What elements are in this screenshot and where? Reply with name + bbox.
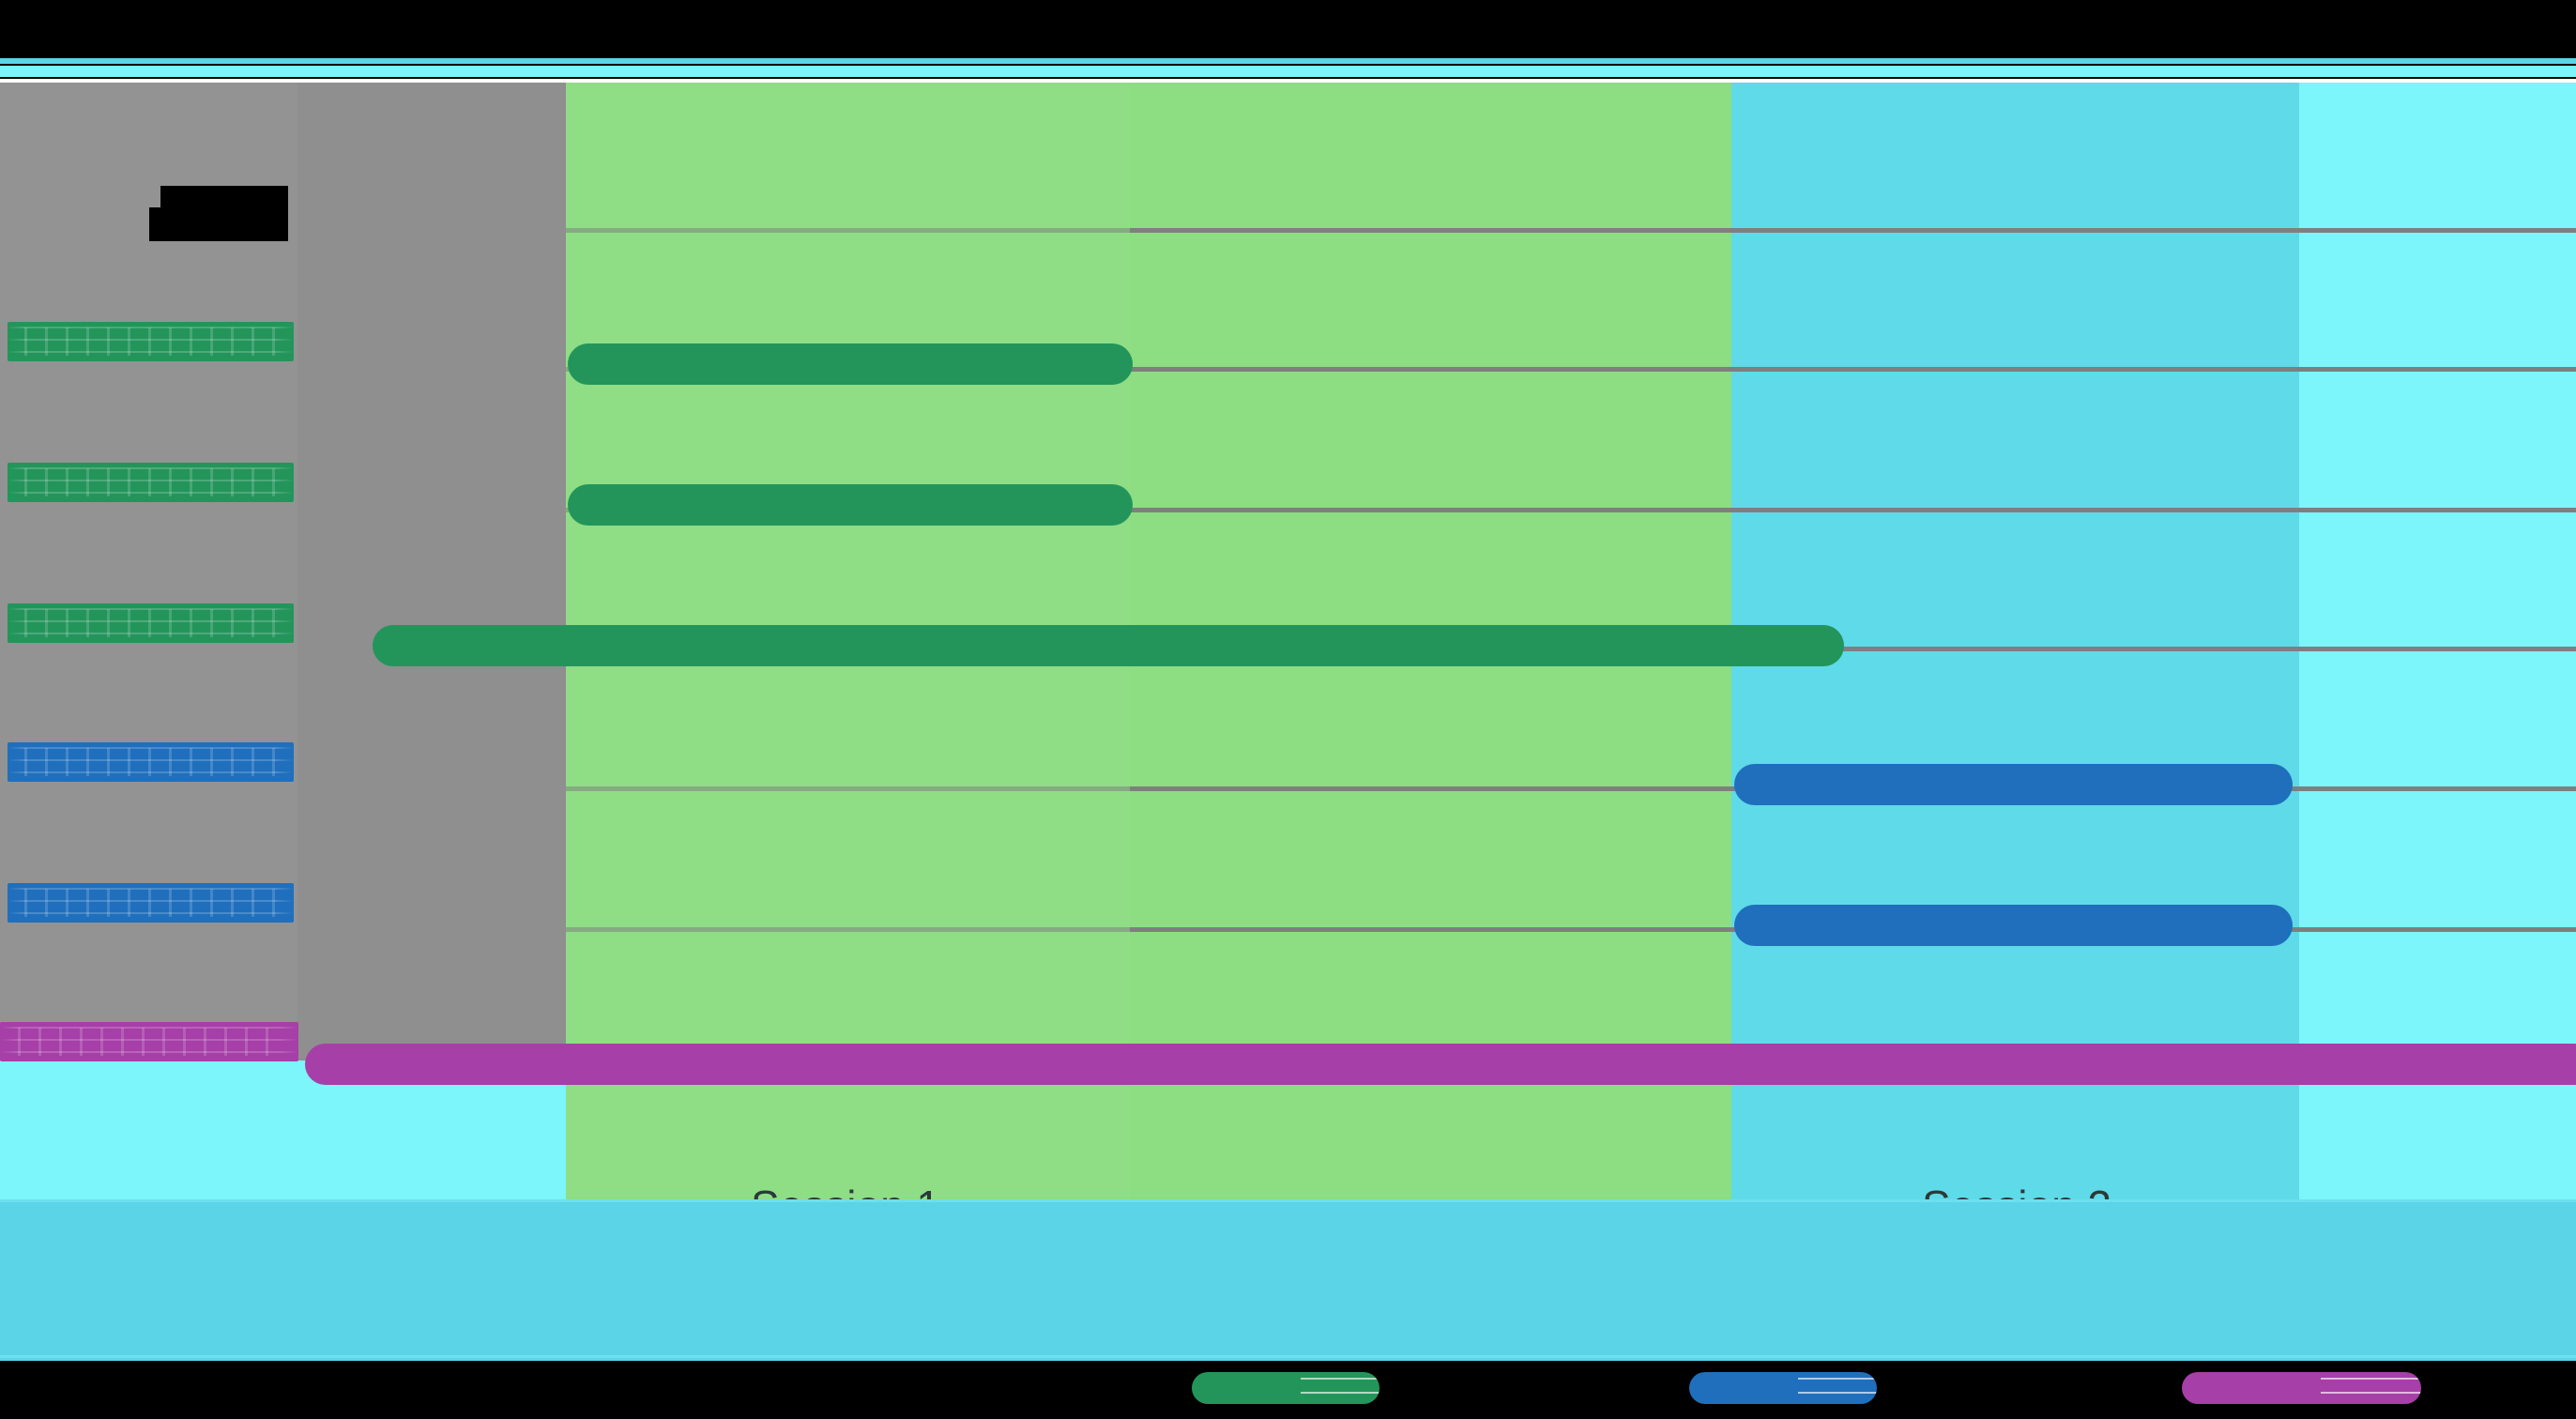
redaction-lines <box>8 883 294 923</box>
redaction-lines <box>8 742 294 782</box>
legend-item-0[interactable] <box>1192 1372 1379 1404</box>
legend-item-1[interactable] <box>1689 1372 1877 1404</box>
legend-swatch-magenta <box>2182 1372 2421 1404</box>
redaction-pattern <box>24 467 277 497</box>
redaction-pattern <box>18 1027 281 1057</box>
session-1-label: Session 1 <box>751 1181 940 1199</box>
gantt-bar-green-0[interactable] <box>568 343 1133 385</box>
redaction-lines <box>0 1022 298 1061</box>
gantt-bar-blue-4[interactable] <box>1734 905 2293 946</box>
gantt-plot-area: Session 1 Session 2 <box>0 83 2576 1199</box>
category-label-2 <box>8 603 294 643</box>
legend-swatch-green <box>1192 1372 1379 1404</box>
redaction-lines <box>1301 1372 1379 1404</box>
gridline <box>1130 228 2576 233</box>
top-accent-strip-a <box>0 58 2576 64</box>
redaction-lines <box>8 322 294 361</box>
redaction-lines <box>2320 1372 2421 1404</box>
gantt-bar-green-2[interactable] <box>373 625 1844 666</box>
gantt-bar-green-1[interactable] <box>568 484 1133 526</box>
gantt-bar-magenta-5[interactable] <box>305 1044 2576 1085</box>
session-band-tail <box>2299 83 2576 1199</box>
redaction-lines <box>8 463 294 502</box>
redaction-pattern <box>24 747 277 777</box>
panel-hairline <box>0 1199 2576 1202</box>
category-label-0 <box>8 322 294 361</box>
session-2-label: Session 2 <box>1922 1181 2111 1199</box>
chart-title-redacted-tail <box>160 186 288 208</box>
redaction-lines <box>8 603 294 643</box>
lower-cyan-panel <box>0 1199 2576 1361</box>
redaction-pattern <box>24 608 277 638</box>
top-accent-strip-b <box>0 66 2576 77</box>
gantt-bar-blue-3[interactable] <box>1734 764 2293 805</box>
category-label-5 <box>0 1022 298 1061</box>
gridline <box>1130 647 2576 651</box>
panel-hairline <box>0 1355 2576 1358</box>
legend <box>0 1361 2576 1419</box>
legend-item-2[interactable] <box>2182 1372 2421 1404</box>
redaction-pattern <box>24 888 277 918</box>
chart-title-redacted <box>149 207 288 241</box>
category-label-1 <box>8 463 294 502</box>
category-label-4 <box>8 883 294 923</box>
redaction-pattern <box>24 327 277 357</box>
gridline <box>1130 367 2576 372</box>
category-label-3 <box>8 742 294 782</box>
redaction-lines <box>1798 1372 1877 1404</box>
top-accent-strip-c <box>0 79 2576 83</box>
gridline <box>1130 508 2576 512</box>
legend-swatch-blue <box>1689 1372 1877 1404</box>
